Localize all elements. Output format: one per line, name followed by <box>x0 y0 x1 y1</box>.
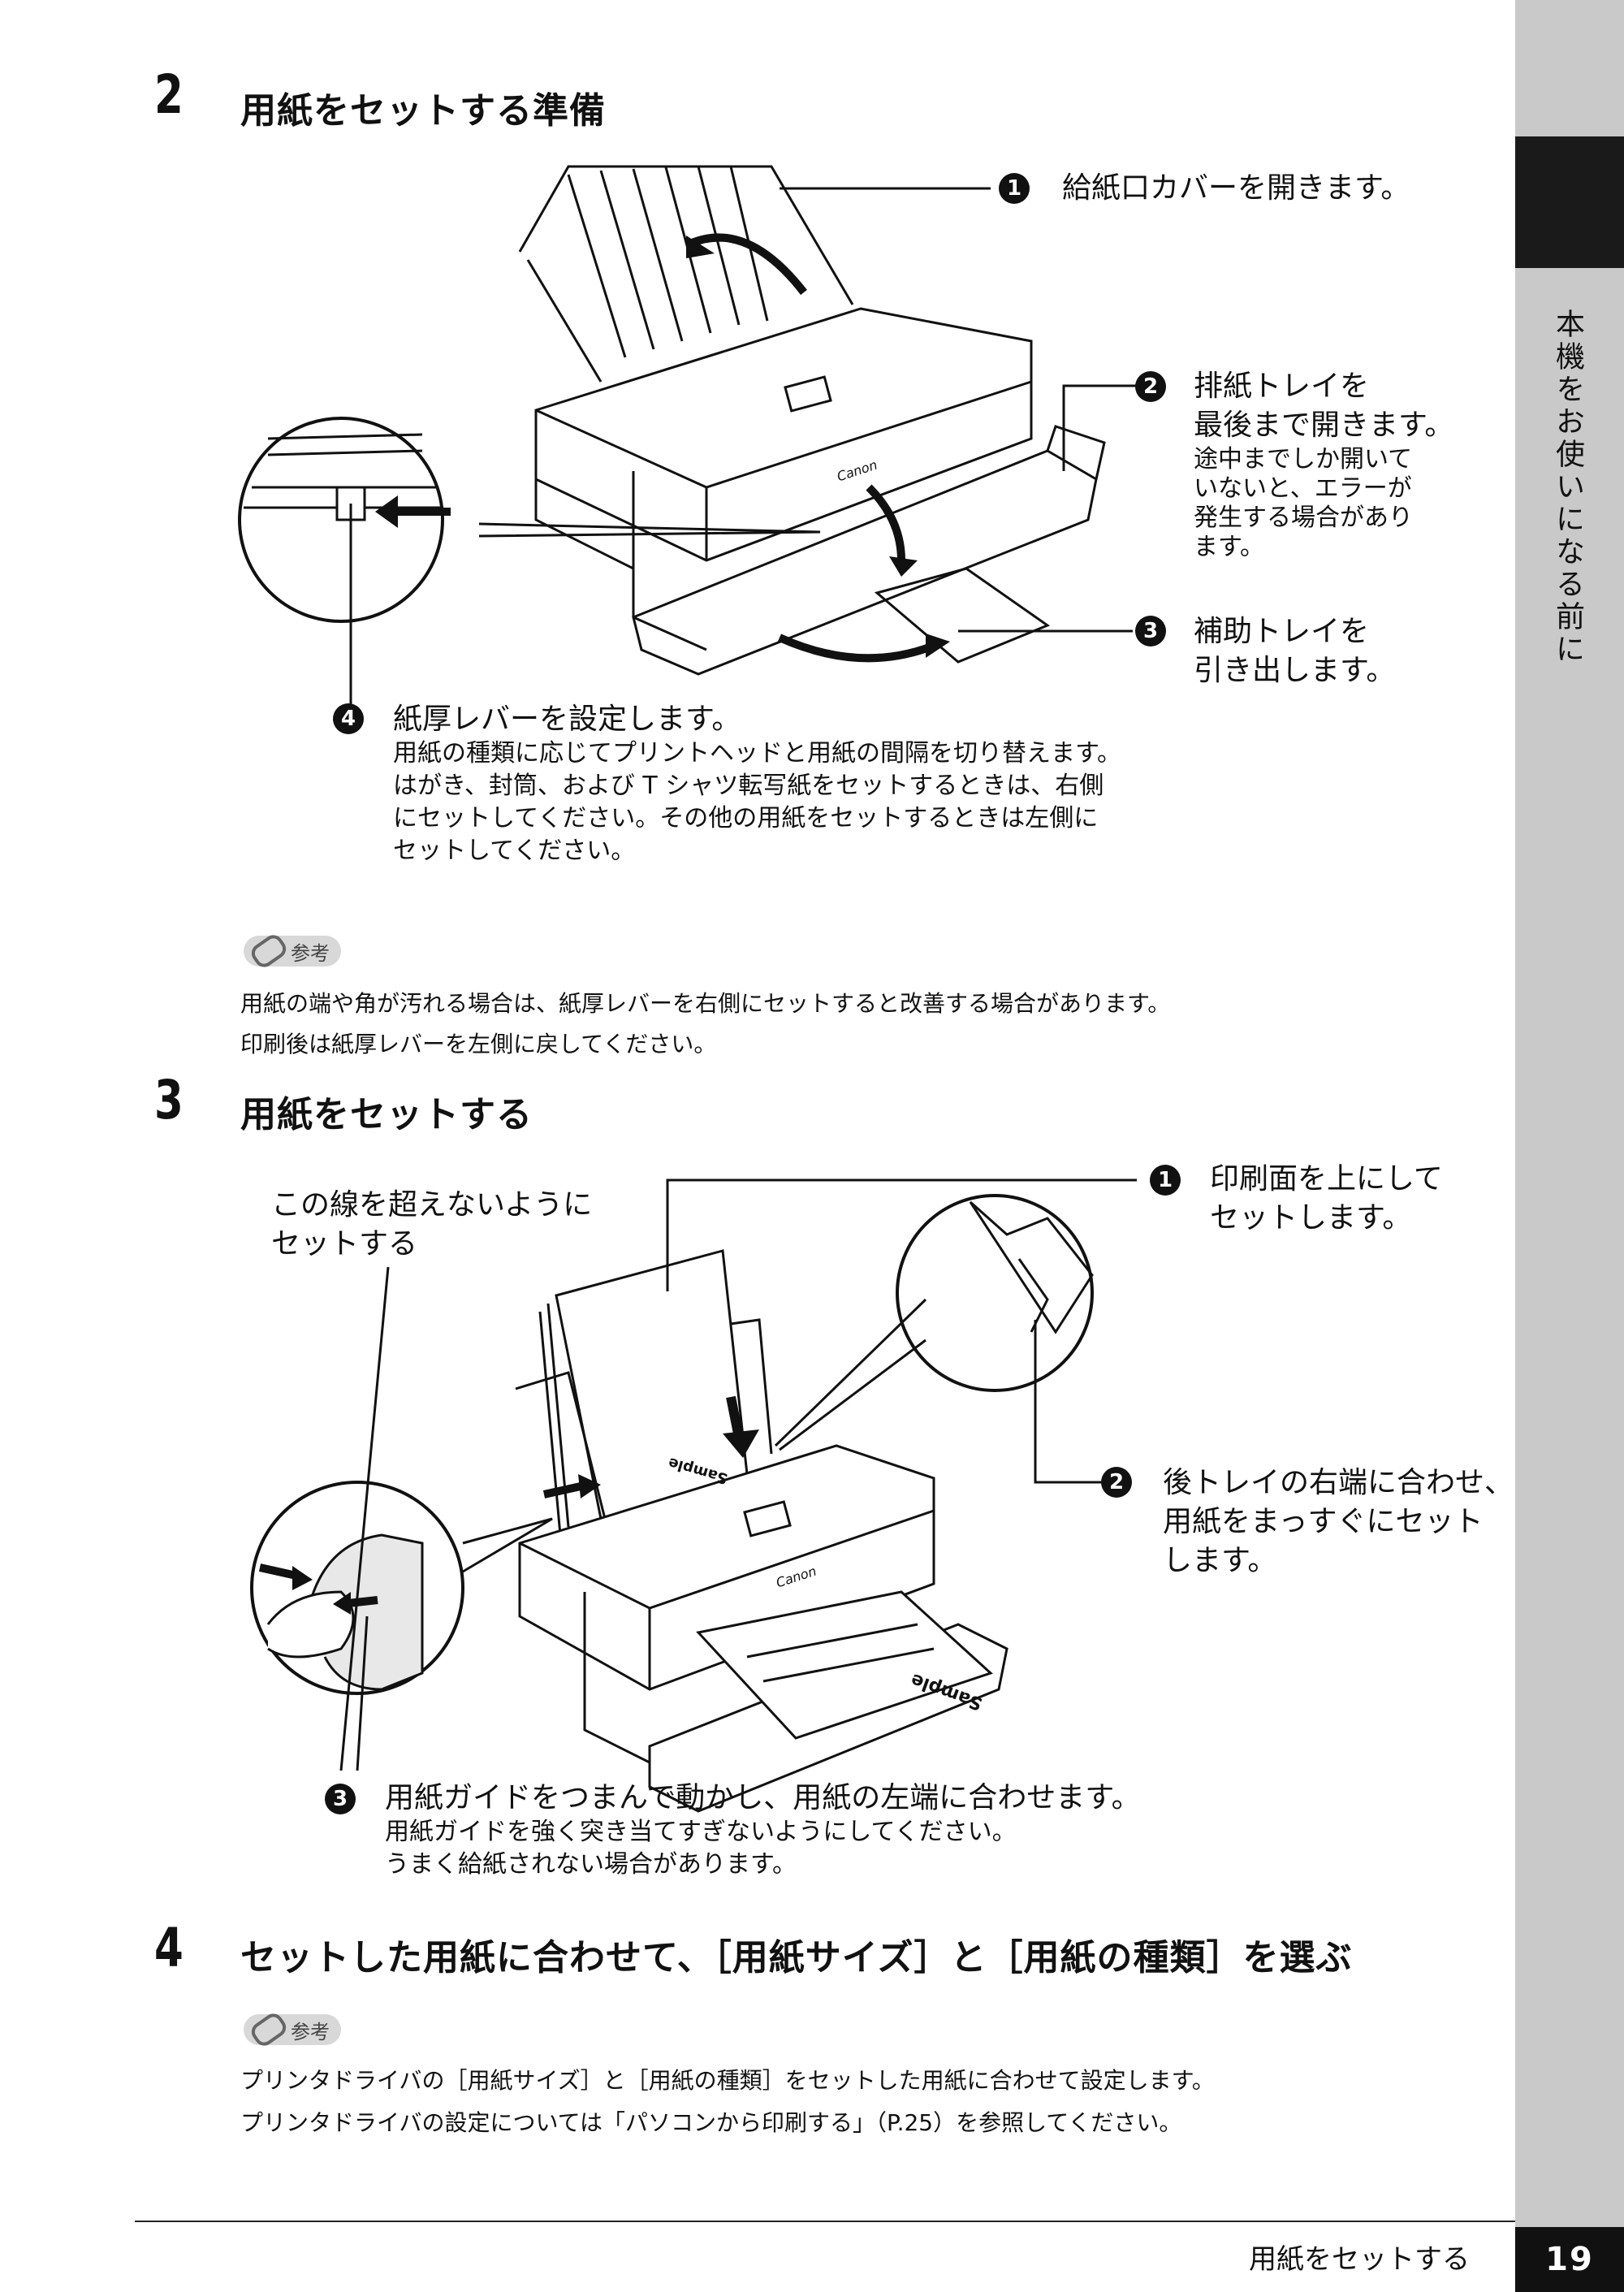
footer-rule <box>135 2221 1515 2222</box>
reference-2-line-2: プリンタドライバの設定については「パソコンから印刷する」（P.25）を参照してく… <box>240 2109 1182 2136</box>
printer-illustration-step2 <box>238 165 1137 707</box>
reference-icon-2: 参考 <box>244 2009 341 2050</box>
side-tab-marker <box>1515 136 1624 268</box>
callout-3-3-text: 用紙ガイドをつまんで動かし、用紙の左端に合わせます。 <box>385 1781 1141 1814</box>
step-4-title: セットした用紙に合わせて、［用紙サイズ］と［用紙の種類］を選ぶ <box>240 1937 1353 1978</box>
callout-3-3-note: 用紙ガイドを強く突き当てすぎないようにしてください。 うまく給紙されない場合があ… <box>385 1818 1017 1879</box>
callout-3-1-badge: 1 <box>1150 1165 1181 1196</box>
step-2-number: 2 <box>154 63 184 126</box>
callout-3-2-text: 後トレイの右端に合わせ、 用紙をまっすぐにセット します。 <box>1163 1466 1514 1577</box>
step-3-title: 用紙をセットする <box>240 1094 533 1135</box>
reference-label-2: 参考 <box>291 2020 330 2043</box>
callout-2-3-text: 補助トレイを 引き出します。 <box>1194 615 1396 687</box>
callout-2-1-text: 給紙口カバーを開きます。 <box>1062 171 1410 205</box>
printer-illustration-step3 <box>250 1178 1137 1813</box>
reference-1-line-1: 用紙の端や角が汚れる場合は、紙厚レバーを右側にセットすると改善する場合があります… <box>240 990 1171 1017</box>
page-number: 19 <box>1515 2227 1624 2292</box>
callout-2-3-badge: 3 <box>1135 616 1166 647</box>
callout-2-2-badge: 2 <box>1135 371 1166 402</box>
paperclip-icon <box>248 2009 290 2050</box>
side-tab-label: 本機をお使いになる前に <box>1551 309 1584 666</box>
callout-2-4-note: 用紙の種類に応じてプリントヘッドと用紙の間隔を切り替えます。 はがき、封筒、およ… <box>393 739 1121 865</box>
callout-2-2-note: 途中までしか開いて いないと、エラーが 発生する場合があり ます。 <box>1194 445 1413 561</box>
callout-2-1-badge: 1 <box>999 173 1030 204</box>
callout-2-4-text: 紙厚レバーを設定します。 <box>393 703 741 736</box>
callout-3-3-badge: 3 <box>325 1784 356 1814</box>
reference-1-line-2: 印刷後は紙厚レバーを左側に戻してください。 <box>240 1031 717 1057</box>
reference-label-1: 参考 <box>291 941 330 965</box>
side-tab-band <box>1515 0 1624 2292</box>
step-3-number: 3 <box>154 1069 184 1131</box>
step-4-number: 4 <box>154 1917 184 1979</box>
callout-2-4-badge: 4 <box>333 703 364 734</box>
reference-2-line-1: プリンタドライバの［用紙サイズ］と［用紙の種類］をセットした用紙に合わせて設定し… <box>240 2067 1215 2094</box>
callout-3-2-badge: 2 <box>1101 1467 1132 1498</box>
reference-icon-1: 参考 <box>244 931 341 971</box>
footer-section-label: 用紙をセットする <box>1249 2243 1470 2276</box>
step-2-title: 用紙をセットする準備 <box>240 90 606 132</box>
callout-2-2-text: 排紙トレイを 最後まで開きます。 <box>1194 370 1454 442</box>
limit-line-label: この線を超えないように セットする <box>271 1188 593 1261</box>
callout-3-1-text: 印刷面を上にして セットします。 <box>1210 1162 1443 1235</box>
